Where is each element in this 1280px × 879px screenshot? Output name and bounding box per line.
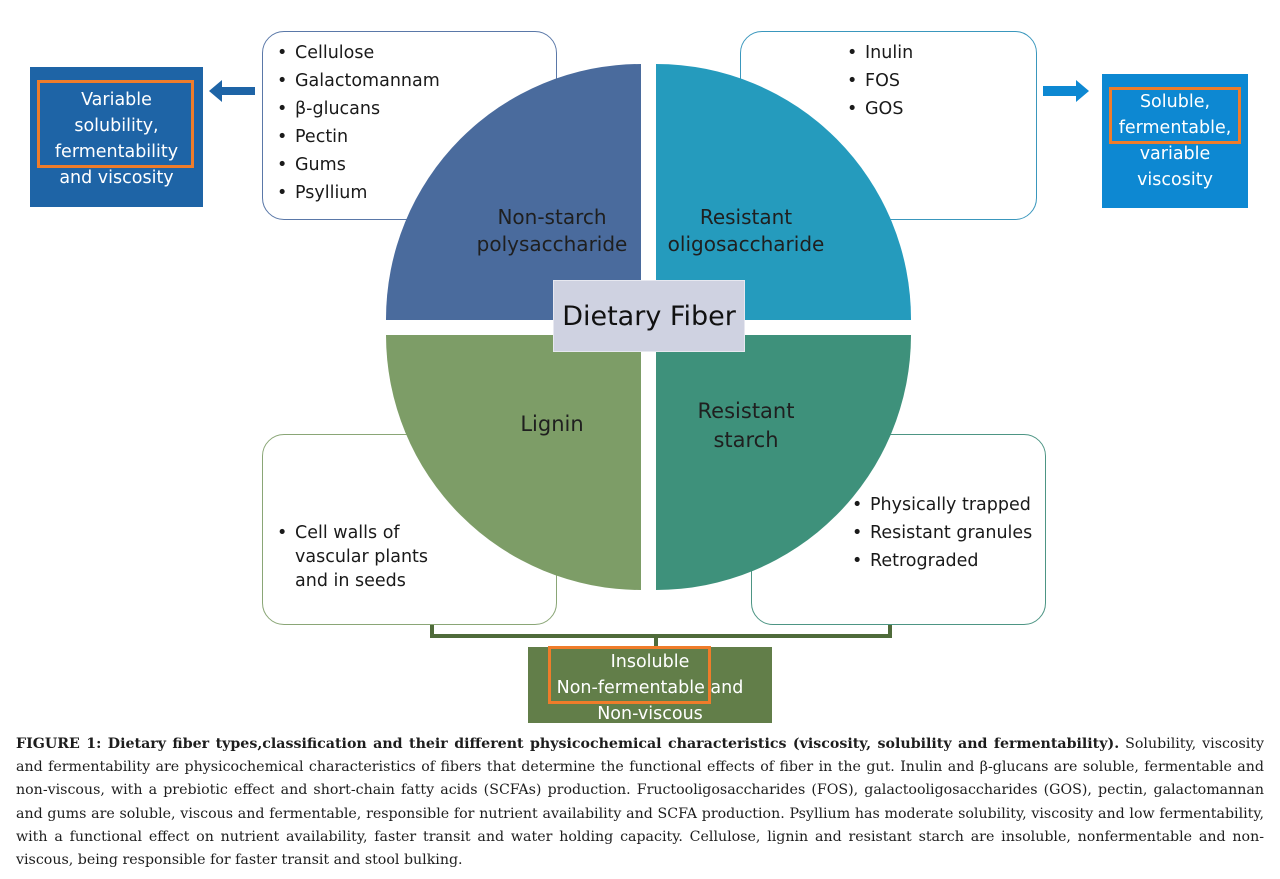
property-box-left: Variable solubility, fermentability and … [30,67,203,207]
label-line: Lignin [520,412,584,436]
quadrant-label-resistant-starch: Resistant starch [666,397,826,455]
label-line: polysaccharide [476,232,628,256]
list-item: Resistant granules [848,519,1045,547]
rs-examples-list: Physically trapped Resistant granules Re… [848,491,1045,575]
property-line: variable [1139,144,1211,164]
list-item: Physically trapped [848,491,1045,519]
list-item: Retrograded [848,547,1045,575]
property-line: solubility, [74,116,159,136]
label-line: Non-starch [497,205,607,229]
list-item: GOS [843,95,1036,123]
caption-body: Solubility, viscosity and fermentability… [16,736,1264,869]
quadrant-label-non-starch-polysaccharide: Non-starch polysaccharide [470,204,634,258]
list-item: Gums [273,151,556,179]
list-item: β-glucans [273,95,556,123]
highlight-box-bottom [548,646,711,704]
property-line: fermentability [54,142,179,162]
figure-caption: FIGURE 1: Dietary fiber types,classifica… [16,733,1264,872]
property-line: Non-fermentable and [556,678,744,698]
property-line: Insoluble [610,652,690,672]
highlight-box-right [1109,87,1241,144]
quadrant-label-lignin: Lignin [480,411,624,438]
property-line: Soluble, [1139,92,1211,112]
quadrant-non-starch-polysaccharide [385,64,641,320]
property-line: fermentable, [1118,118,1232,138]
list-item: Cell walls of vascular plants and in see… [273,521,435,593]
arrow-right-icon [1043,80,1089,102]
property-line: Non-viscous [597,704,703,724]
list-item: Galactomannam [273,67,556,95]
quadrant-label-resistant-oligosaccharide: Resistant oligosaccharide [664,204,828,258]
list-item: Pectin [273,123,556,151]
label-line: starch [713,428,779,452]
quadrant-resistant-starch-fill [656,335,911,590]
caption-title: FIGURE 1: Dietary fiber types,classifica… [16,736,1120,752]
property-line: Variable [81,90,152,110]
center-title-box: Dietary Fiber [553,280,745,352]
quadrant-lignin [386,335,641,590]
label-line: oligosaccharide [667,232,825,256]
property-line: viscosity [1137,170,1213,190]
property-line: and viscosity [59,168,174,188]
list-item: Psyllium [273,179,556,207]
ro-examples-list: Inulin FOS GOS [843,39,1036,123]
quadrant-resistant-oligosaccharide [656,64,912,320]
nsp-examples-list: Cellulose Galactomannam β-glucans Pectin… [273,39,556,207]
bracket-connector [430,625,892,647]
list-item: Cellulose [273,39,556,67]
center-title: Dietary Fiber [562,300,736,332]
list-item: FOS [843,67,1036,95]
lignin-examples-list: Cell walls of vascular plants and in see… [273,521,556,593]
label-line: Resistant [697,399,795,423]
property-box-bottom: Insoluble Non-fermentable and Non-viscou… [528,647,772,724]
highlight-box-left [37,80,194,168]
arrow-left-icon [209,80,255,102]
label-line: Resistant [699,205,793,229]
list-item: Inulin [843,39,1036,67]
